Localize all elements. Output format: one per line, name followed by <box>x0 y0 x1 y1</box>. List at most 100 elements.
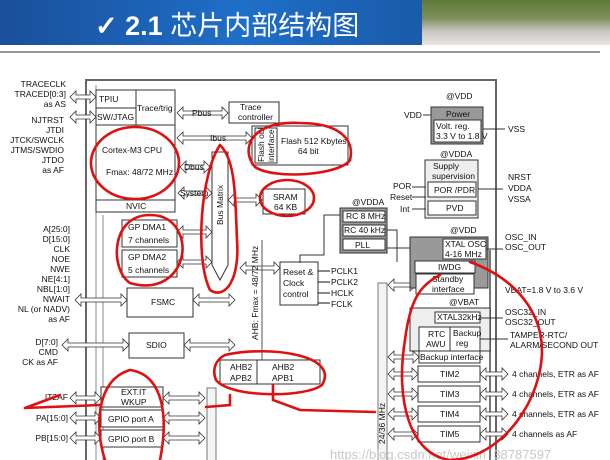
flash-interface-label: interface <box>266 129 276 162</box>
apb1-bus <box>377 282 388 460</box>
timer-channels: 4 channels, ETR as AF <box>512 369 599 379</box>
vdda-label: VDDA <box>508 183 532 193</box>
pvd-label: PVD <box>446 203 463 213</box>
cpu-label: Cortex-M3 CPU <box>102 145 162 155</box>
rc-vdda-label: @VDDA <box>352 197 385 207</box>
flash-obl-label: Flash obl <box>256 127 266 162</box>
clock-outputs: PCLK1 PCLK2 HCLK FCLK <box>318 266 358 309</box>
timer-name: TIM5 <box>440 429 460 439</box>
osc32-out-label: OSC32_OUT <box>505 317 556 327</box>
fsmc-pin-label: NL (or NADV) <box>18 304 70 314</box>
flash-width: 64 bit <box>298 146 319 156</box>
iwdg-block <box>414 260 476 274</box>
dma2-block <box>121 249 178 278</box>
por-pdr-label: POR /PDR <box>434 185 475 195</box>
timer-block <box>417 405 481 423</box>
pll-label: PLL <box>355 240 370 250</box>
reset-clock-block <box>279 261 319 306</box>
label-jtck: JTCK/SWCLK <box>10 135 64 145</box>
fsmc-pin-label: NE[4:1] <box>42 274 70 284</box>
power-vdd-label: @VDD <box>446 91 473 101</box>
xtal-freq: 4-16 MHz <box>445 249 482 259</box>
timer-name: TIM3 <box>440 389 460 399</box>
title-text: 芯片内部结构图 <box>170 11 360 41</box>
ibus-label: Ibus <box>210 133 226 143</box>
trace-labels: TRACECLK TRACED[0:3] as AS NJTRST JTDI J… <box>10 79 66 175</box>
label-pb: PB[15:0] <box>35 433 68 443</box>
vssa-label: VSSA <box>508 194 531 204</box>
por-pdr-block <box>427 181 477 198</box>
gpiob-label: GPIO port B <box>108 434 155 444</box>
timer-name: TIM2 <box>440 369 460 379</box>
pclk1-label: PCLK1 <box>331 266 358 276</box>
divider <box>0 51 600 53</box>
trace-controller-label2: controller <box>238 112 273 122</box>
fsmc-pin-arrow <box>74 293 128 307</box>
label-jtdi: JTDI <box>46 125 64 135</box>
label-as-as: as AS <box>44 99 67 109</box>
tpiu-label: TPIU <box>99 94 118 104</box>
dma1-label: GP DMA1 <box>128 222 166 232</box>
standby-label: Standby <box>432 274 464 284</box>
backup-wires <box>480 248 508 340</box>
trace-trig-label: Trace/trig <box>137 103 173 113</box>
volt-reg-block <box>433 119 482 143</box>
exti-bus-arrow <box>162 391 206 405</box>
label-jtag-af: as AF <box>42 165 64 175</box>
pclk2-label: PCLK2 <box>331 277 358 287</box>
fsmc-arrow <box>192 293 236 307</box>
int-signal: Int <box>400 204 410 214</box>
fsmc-pin-label: A[25:0] <box>43 224 70 234</box>
fsmc-pin-label: NWE <box>50 264 70 274</box>
section-number: 2.1 <box>125 11 163 41</box>
label-d7-0: D[7:0] <box>35 337 58 347</box>
cpu-block <box>95 124 176 201</box>
at-vbat-label: @VBAT <box>449 297 479 307</box>
header-photo <box>422 0 610 45</box>
standby-interface-label: interface <box>432 284 465 294</box>
sram-block <box>262 188 306 215</box>
system-label: System <box>180 188 208 198</box>
tim4-pin-arrow <box>479 407 509 421</box>
wkup-label: WKUP <box>121 397 147 407</box>
label-traced: TRACED[0:3] <box>15 89 67 99</box>
backup-label: Backup <box>453 328 482 338</box>
volt-reg-label: Volt. reg. <box>436 121 470 131</box>
power-wires <box>423 114 505 130</box>
tim2-pin-arrow <box>479 367 509 381</box>
nvic-label: NVIC <box>126 201 146 211</box>
nrst-label: NRST <box>508 172 531 182</box>
ahb-apb-bridges <box>219 359 321 385</box>
osc-out-label: OSC_OUT <box>505 242 546 252</box>
rc40-block <box>342 224 386 237</box>
annotation-flash <box>247 121 353 176</box>
label-jtms: JTMS/SWDIO <box>11 145 65 155</box>
pbus-label: Pbus <box>192 108 211 118</box>
fsmc-pin-label: NWAIT <box>43 294 70 304</box>
annotation-dma <box>115 213 184 287</box>
fsmc-pin-label: CLK <box>53 244 70 254</box>
awu-label: AWU <box>426 339 446 349</box>
dma1-arrow <box>176 225 213 239</box>
timer-channels: 4 channels, ETR as AF <box>512 409 599 419</box>
exti-block <box>100 386 164 408</box>
reset-clock-label1: Reset & <box>283 267 314 277</box>
fsmc-pin-label: NBL[1:0] <box>37 284 70 294</box>
exti-label: EXT.IT <box>121 387 147 397</box>
rtc-block <box>418 326 451 352</box>
apb2-label: APB2 <box>230 373 252 383</box>
swjtag-label: SW/JTAG <box>97 112 134 122</box>
sram-label: SRAM <box>273 192 298 202</box>
timer-channels: 4 channels, ETR as AF <box>512 389 599 399</box>
reset-signal: Reset <box>390 192 413 202</box>
rc40-label: RC 40 kHz <box>344 225 385 235</box>
dma1-block <box>121 219 178 248</box>
timer-list: TIM2 4 channels, ETR as AF TIM3 4 channels,… <box>417 365 599 443</box>
gpioa-bus-arrow <box>162 411 206 425</box>
clock-arrows <box>318 270 330 304</box>
fclk-label: FCLK <box>331 299 353 309</box>
pll-block <box>342 238 386 251</box>
xtal-osc-label: XTAL OSC <box>445 239 486 249</box>
ahb-clock-arrow <box>239 261 281 275</box>
